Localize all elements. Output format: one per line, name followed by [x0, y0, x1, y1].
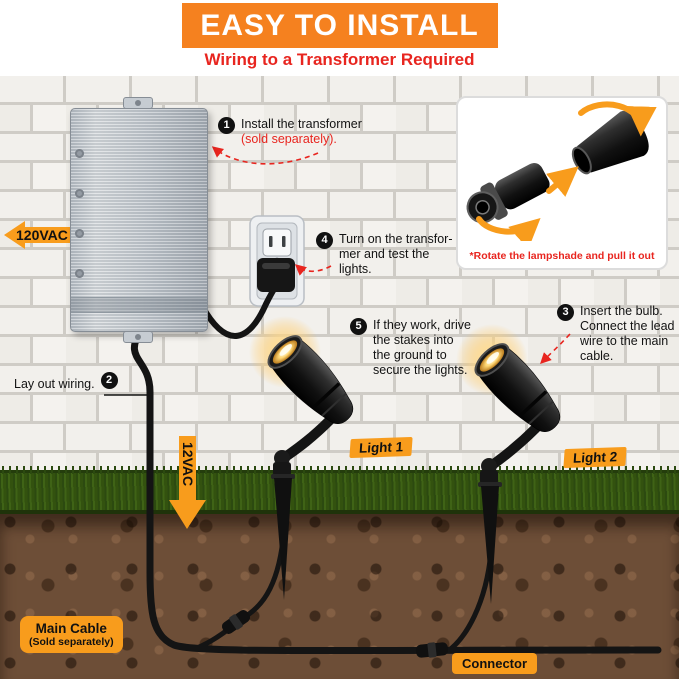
page-title: EASY TO INSTALL	[200, 9, 479, 42]
step-4-line: lights.	[339, 262, 372, 276]
transformer-knockout	[75, 229, 84, 238]
title-banner: EASY TO INSTALL	[181, 3, 498, 48]
step-3-line: Insert the bulb.	[580, 304, 663, 318]
step-2: Lay out wiring. 2	[14, 372, 118, 394]
step-5-line: secure the lights.	[373, 363, 468, 377]
light2-lead-wire	[445, 549, 494, 654]
transformer-knockout	[75, 189, 84, 198]
step-2-number-badge: 2	[100, 372, 118, 389]
step-4-text: Turn on the transfor- mer and test the l…	[339, 232, 452, 277]
transformer-mount-tab-top	[123, 97, 153, 109]
light1-lead-wire	[240, 537, 286, 621]
spotlight-1	[232, 299, 376, 600]
step-4-number-badge: 4	[316, 232, 333, 249]
main-cable-title: Main Cable	[35, 621, 107, 636]
step-5-line: the ground to	[373, 348, 447, 362]
light-1-label: Light 1	[349, 436, 413, 459]
step-1-note: (sold separately).	[241, 132, 337, 146]
light-2-label: Light 2	[563, 446, 627, 469]
step-5-line: If they work, drive	[373, 318, 471, 332]
step-3-text: Insert the bulb. Connect the lead wire t…	[580, 304, 675, 364]
step-4: 4 Turn on the transfor- mer and test the…	[316, 232, 452, 277]
cable-connector-2	[415, 642, 449, 658]
transformer-knockout	[75, 149, 84, 158]
red-pointer-lines	[211, 146, 571, 364]
step-3-number-badge: 3	[557, 304, 574, 321]
spotlight-1-stake	[274, 478, 292, 600]
step-5: 5 If they work, drive the stakes into th…	[350, 318, 471, 378]
step-1-number-badge: 1	[218, 117, 235, 134]
label-120vac: 120VAC	[16, 227, 68, 243]
step-3: 3 Insert the bulb. Connect the lead wire…	[557, 304, 675, 364]
step3-pointer	[540, 333, 571, 364]
step4-pointer	[294, 264, 332, 276]
step-3-line: Connect the lead	[580, 319, 675, 333]
step-1-text: Install the transformer (sold separately…	[241, 117, 362, 147]
grass-strip	[0, 466, 679, 514]
connector-label: Connector	[452, 653, 537, 674]
main-cable	[131, 326, 662, 655]
step-1: 1 Install the transformer (sold separate…	[218, 117, 362, 147]
step-2-line: Lay out wiring.	[14, 377, 95, 391]
arrow-12vac-icon: 12VAC	[169, 436, 206, 529]
inset-socket-piece	[466, 163, 550, 224]
step-4-line: mer and test the	[339, 247, 430, 261]
inset-graphic	[466, 101, 657, 250]
transformer-knockout	[75, 269, 84, 278]
step-3-line: cable.	[580, 349, 614, 363]
step-3-line: wire to the main	[580, 334, 669, 348]
transformer-mount-tab-bottom	[123, 331, 153, 343]
arrow-120vac-icon: 120VAC	[4, 221, 76, 249]
step-1-line: Install the transformer	[241, 117, 362, 131]
inset-rotate-lampshade: *Rotate the lampshade and pull it out	[456, 96, 668, 270]
cable-connector-1	[221, 610, 251, 634]
spotlight-2-stake	[481, 486, 499, 604]
transformer	[70, 97, 208, 343]
page-subtitle: Wiring to a Transformer Required	[204, 50, 475, 69]
step-5-text: If they work, drive the stakes into the …	[373, 318, 471, 378]
main-cable-note: (Sold separately)	[29, 636, 114, 648]
step-4-line: Turn on the transfor-	[339, 232, 453, 246]
step1-pointer	[211, 146, 319, 165]
spotlight-2	[439, 307, 583, 604]
step-2-text: Lay out wiring.	[14, 377, 95, 394]
label-12vac: 12VAC	[180, 442, 196, 486]
step-5-line: the stakes into	[373, 333, 454, 347]
power-plug	[257, 258, 295, 292]
step-5-number-badge: 5	[350, 318, 367, 335]
inset-caption: *Rotate the lampshade and pull it out	[469, 250, 655, 262]
transformer-bottom-band	[71, 297, 207, 313]
main-cable-label: Main Cable (Sold separately)	[20, 616, 123, 653]
inset-rotate-arrows-icon	[476, 101, 657, 250]
